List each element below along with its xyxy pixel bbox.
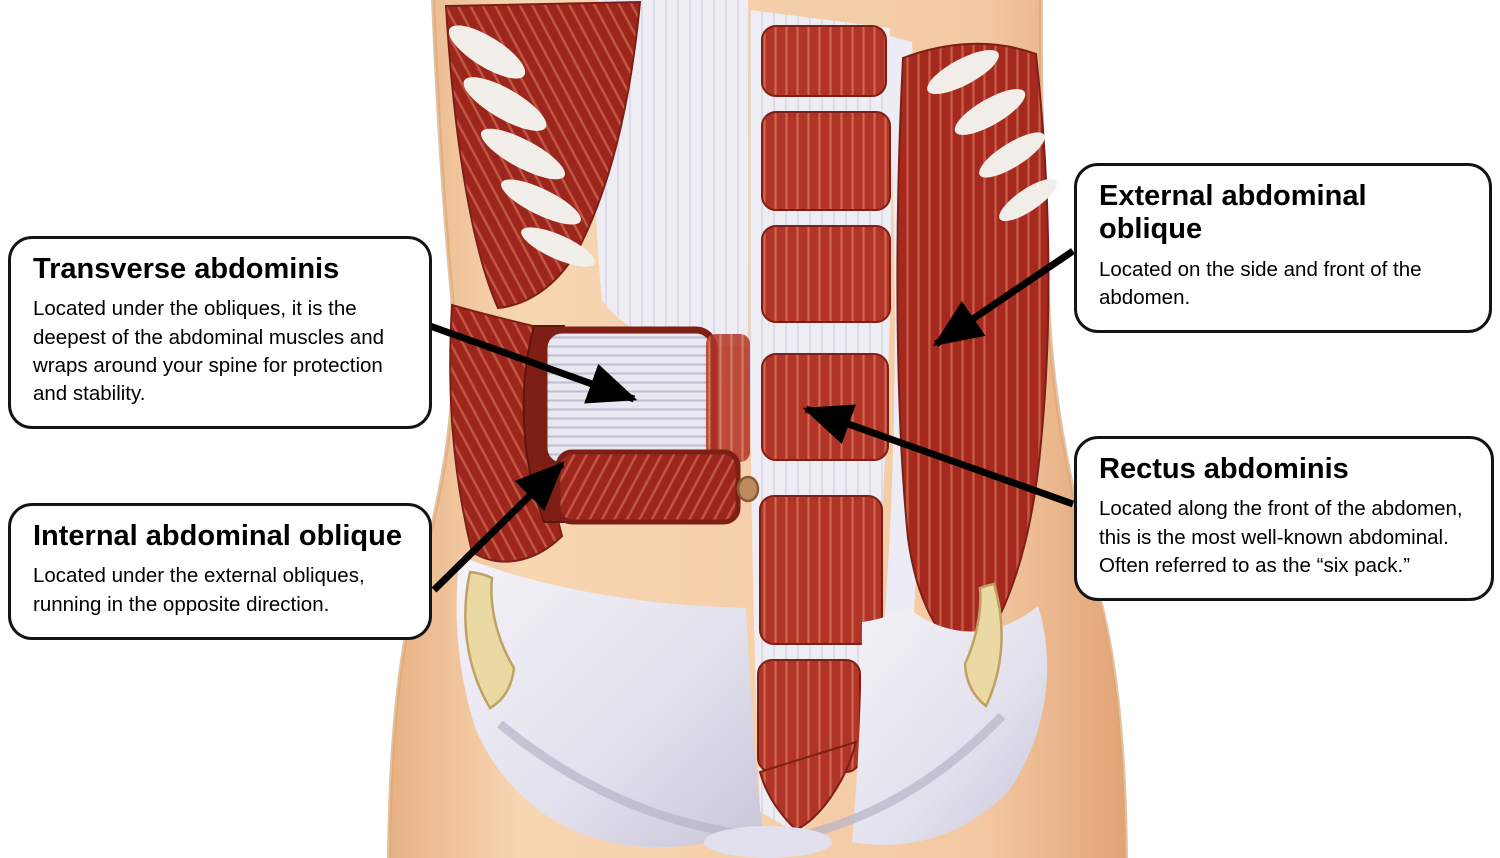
inguinal-ligaments	[497, 712, 1006, 858]
internal-abdominal-oblique-muscle	[555, 449, 741, 525]
posterior-sheath-area	[594, 0, 748, 346]
callout-title-transverse-abdominis: Transverse abdominis	[33, 253, 340, 285]
callout-external-abdominal-oblique: External abdominal oblique Located on th…	[1074, 163, 1492, 334]
callout-transverse-abdominis: Transverse abdominis Located under the o…	[8, 236, 432, 430]
lower-fascia-left	[456, 556, 762, 848]
external-abdominal-oblique-muscle	[896, 42, 1057, 664]
callout-title-rectus-abdominis: Rectus abdominis	[1099, 453, 1349, 485]
callout-internal-abdominal-oblique: Internal abdominal oblique Located under…	[8, 503, 432, 640]
navel	[736, 475, 760, 503]
callout-body-rectus-abdominis: Located along the front of the abdomen, …	[1099, 497, 1463, 577]
callout-title-internal-abdominal-oblique: Internal abdominal oblique	[33, 520, 402, 552]
callout-body-external-abdominal-oblique: Located on the side and front of the abd…	[1099, 257, 1422, 309]
callout-title-external-abdominal-oblique: External abdominal oblique	[1099, 180, 1367, 246]
serratus-anterior-muscle	[444, 0, 642, 310]
transverse-abdominis-muscle	[540, 326, 750, 470]
callout-body-transverse-abdominis: Located under the obliques, it is the de…	[33, 297, 385, 406]
callout-rectus-abdominis: Rectus abdominis Located along the front…	[1074, 436, 1494, 602]
callout-body-internal-abdominal-oblique: Located under the external obliques, run…	[33, 564, 365, 616]
